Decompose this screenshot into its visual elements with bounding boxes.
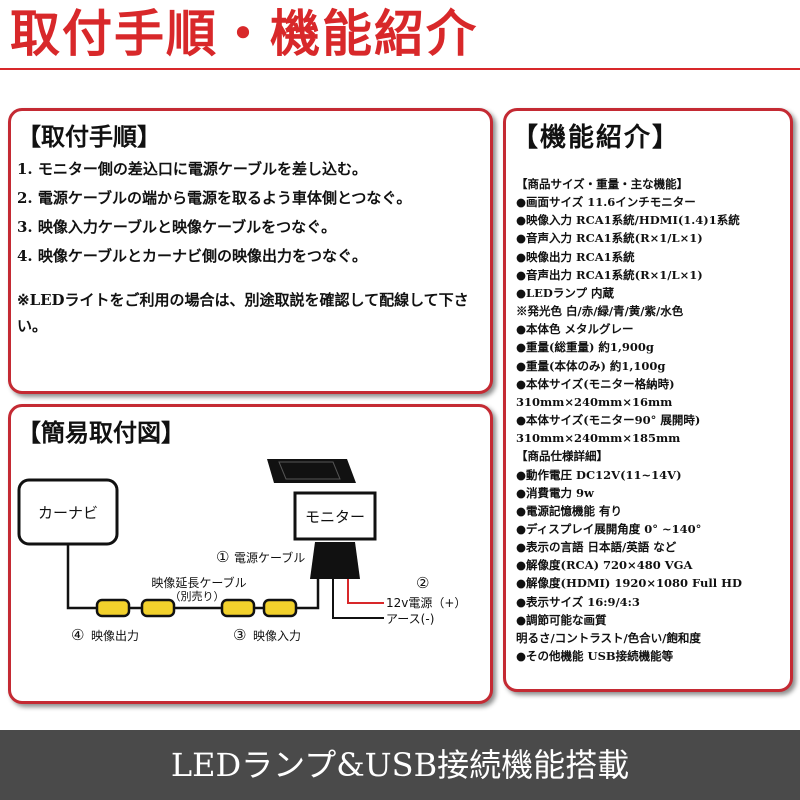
connector-3 [262, 598, 298, 618]
feature-line: ●解像度(HDMI) 1920×1080 Full HD [516, 576, 742, 591]
wiring-diagram: カーナビ モニター ① 電源ケーブル ② 12v電源（+） アース(-) 映像延… [17, 459, 466, 644]
feature-line: ●調節可能な画質 [516, 612, 607, 627]
power-cable-label: 電源ケーブル [234, 550, 305, 565]
title-underline [0, 68, 800, 70]
feature-line: ●消費電力 9w [516, 485, 594, 500]
video-output-label: 映像出力 [91, 629, 139, 643]
install-step: 2. 電源ケーブルの端から電源を取るよう車体側とつなぐ。 [17, 189, 412, 207]
install-step: 1. モニター側の差込口に電源ケーブルを差し込む。 [17, 160, 367, 178]
extension-cable-note: （別売り） [170, 590, 225, 603]
install-steps-list: 1. モニター側の差込口に電源ケーブルを差し込む。 2. 電源ケーブルの端から電… [17, 155, 411, 271]
install-step: 4. 映像ケーブルとカーナビ側の映像出力をつなぐ。 [17, 247, 367, 265]
monitor-lid-detail [278, 461, 341, 480]
wiring-diagram-heading: 【簡易取付図】 [17, 419, 185, 447]
feature-line: ●音声出力 RCA1系統(R×1/L×1) [516, 267, 703, 282]
power-wire [347, 579, 384, 604]
power-12v-label: 12v電源（+） [386, 596, 466, 610]
extension-cable-label: 映像延長ケーブル [151, 575, 246, 590]
video-input-label: 映像入力 [253, 629, 301, 643]
video-input-number: ③ [233, 626, 246, 644]
feature-line: 明るさ/コントラスト/色合い/飽和度 [516, 630, 701, 645]
install-step: 3. 映像入力ケーブルと映像ケーブルをつなぐ。 [17, 218, 337, 236]
video-output-number: ④ [71, 626, 84, 644]
feature-line: 310mm×240mm×185mm [516, 431, 681, 446]
feature-line: ●画面サイズ 11.6インチモニター [516, 195, 696, 210]
install-steps-heading: 【取付手順】 [17, 123, 161, 151]
feature-line: ●本体サイズ(モニター格納時) [516, 376, 675, 391]
video-cable-wire [295, 579, 320, 610]
feature-line: ●解像度(RCA) 720×480 VGA [516, 558, 693, 573]
features-list: 【商品サイズ・重量・主な機能】 ●画面サイズ 11.6インチモニター ●映像入力 R… [516, 175, 742, 665]
feature-line: 310mm×240mm×16mm [516, 394, 673, 409]
car-navi-label: カーナビ [38, 504, 98, 522]
monitor-mount [310, 542, 360, 579]
monitor-label: モニター [305, 508, 365, 526]
ground-wire [332, 579, 384, 619]
video-cable-wire [66, 545, 97, 610]
wiring-diagram-panel: 【簡易取付図】 カーナビ モニター ① 電源ケーブル ② 12v電源（+） アー… [8, 404, 493, 704]
power-connection-number: ② [416, 574, 429, 592]
feature-line: ●本体色 メタルグレー [516, 322, 634, 337]
car-navi-unit [17, 478, 119, 546]
led-note: ※LEDライトをご利用の場合は、別途取説を確認して配線して下さい。 [17, 291, 469, 335]
install-steps-panel: 【取付手順】 1. モニター側の差込口に電源ケーブルを差し込む。 2. 電源ケー… [8, 108, 493, 394]
feature-line: ※発光色 白/赤/緑/青/黄/紫/水色 [516, 304, 684, 319]
feature-line: ●重量(本体のみ) 約1,100g [516, 358, 666, 373]
connector-ext-a [140, 598, 176, 618]
monitor-body [293, 491, 377, 541]
feature-line: 【商品サイズ・重量・主な機能】 [516, 177, 689, 191]
features-heading: 【機能紹介】 [512, 123, 681, 153]
feature-line: ●音声入力 RCA1系統(R×1/L×1) [516, 231, 703, 246]
feature-line: ●LEDランプ 内蔵 [516, 285, 615, 300]
feature-line: ●電源記憶機能 有り [516, 503, 623, 518]
feature-line: ●映像入力 RCA1系統/HDMI(1.4)1系統 [516, 213, 740, 228]
power-cable-number: ① [216, 548, 229, 566]
connector-4 [95, 598, 131, 618]
bottom-banner-text: LEDランプ&USB接続機能搭載 [170, 746, 630, 784]
feature-line: ●表示サイズ 16:9/4:3 [516, 594, 640, 609]
bottom-banner: LEDランプ&USB接続機能搭載 [0, 730, 800, 800]
features-panel: 【機能紹介】 【商品サイズ・重量・主な機能】 ●画面サイズ 11.6インチモニター… [503, 108, 793, 692]
feature-line: ●重量(総重量) 約1,900g [516, 340, 654, 355]
feature-line: ●映像出力 RCA1系統 [516, 249, 635, 264]
connector-ext-b [220, 598, 256, 618]
feature-line: ●動作電圧 DC12V(11~14V) [516, 467, 682, 482]
feature-line: ●表示の言語 日本語/英語 など [516, 540, 677, 555]
feature-line: ●その他機能 USB接続機能等 [516, 649, 674, 664]
feature-line: ●本体サイズ(モニター90° 展開時) [516, 413, 701, 428]
page-title: 取付手順・機能紹介 [10, 5, 478, 63]
feature-line: ●ディスプレイ展開角度 0° ~140° [516, 521, 702, 536]
ground-label: アース(-) [386, 612, 434, 626]
feature-line: 【商品仕様詳細】 [516, 449, 608, 464]
